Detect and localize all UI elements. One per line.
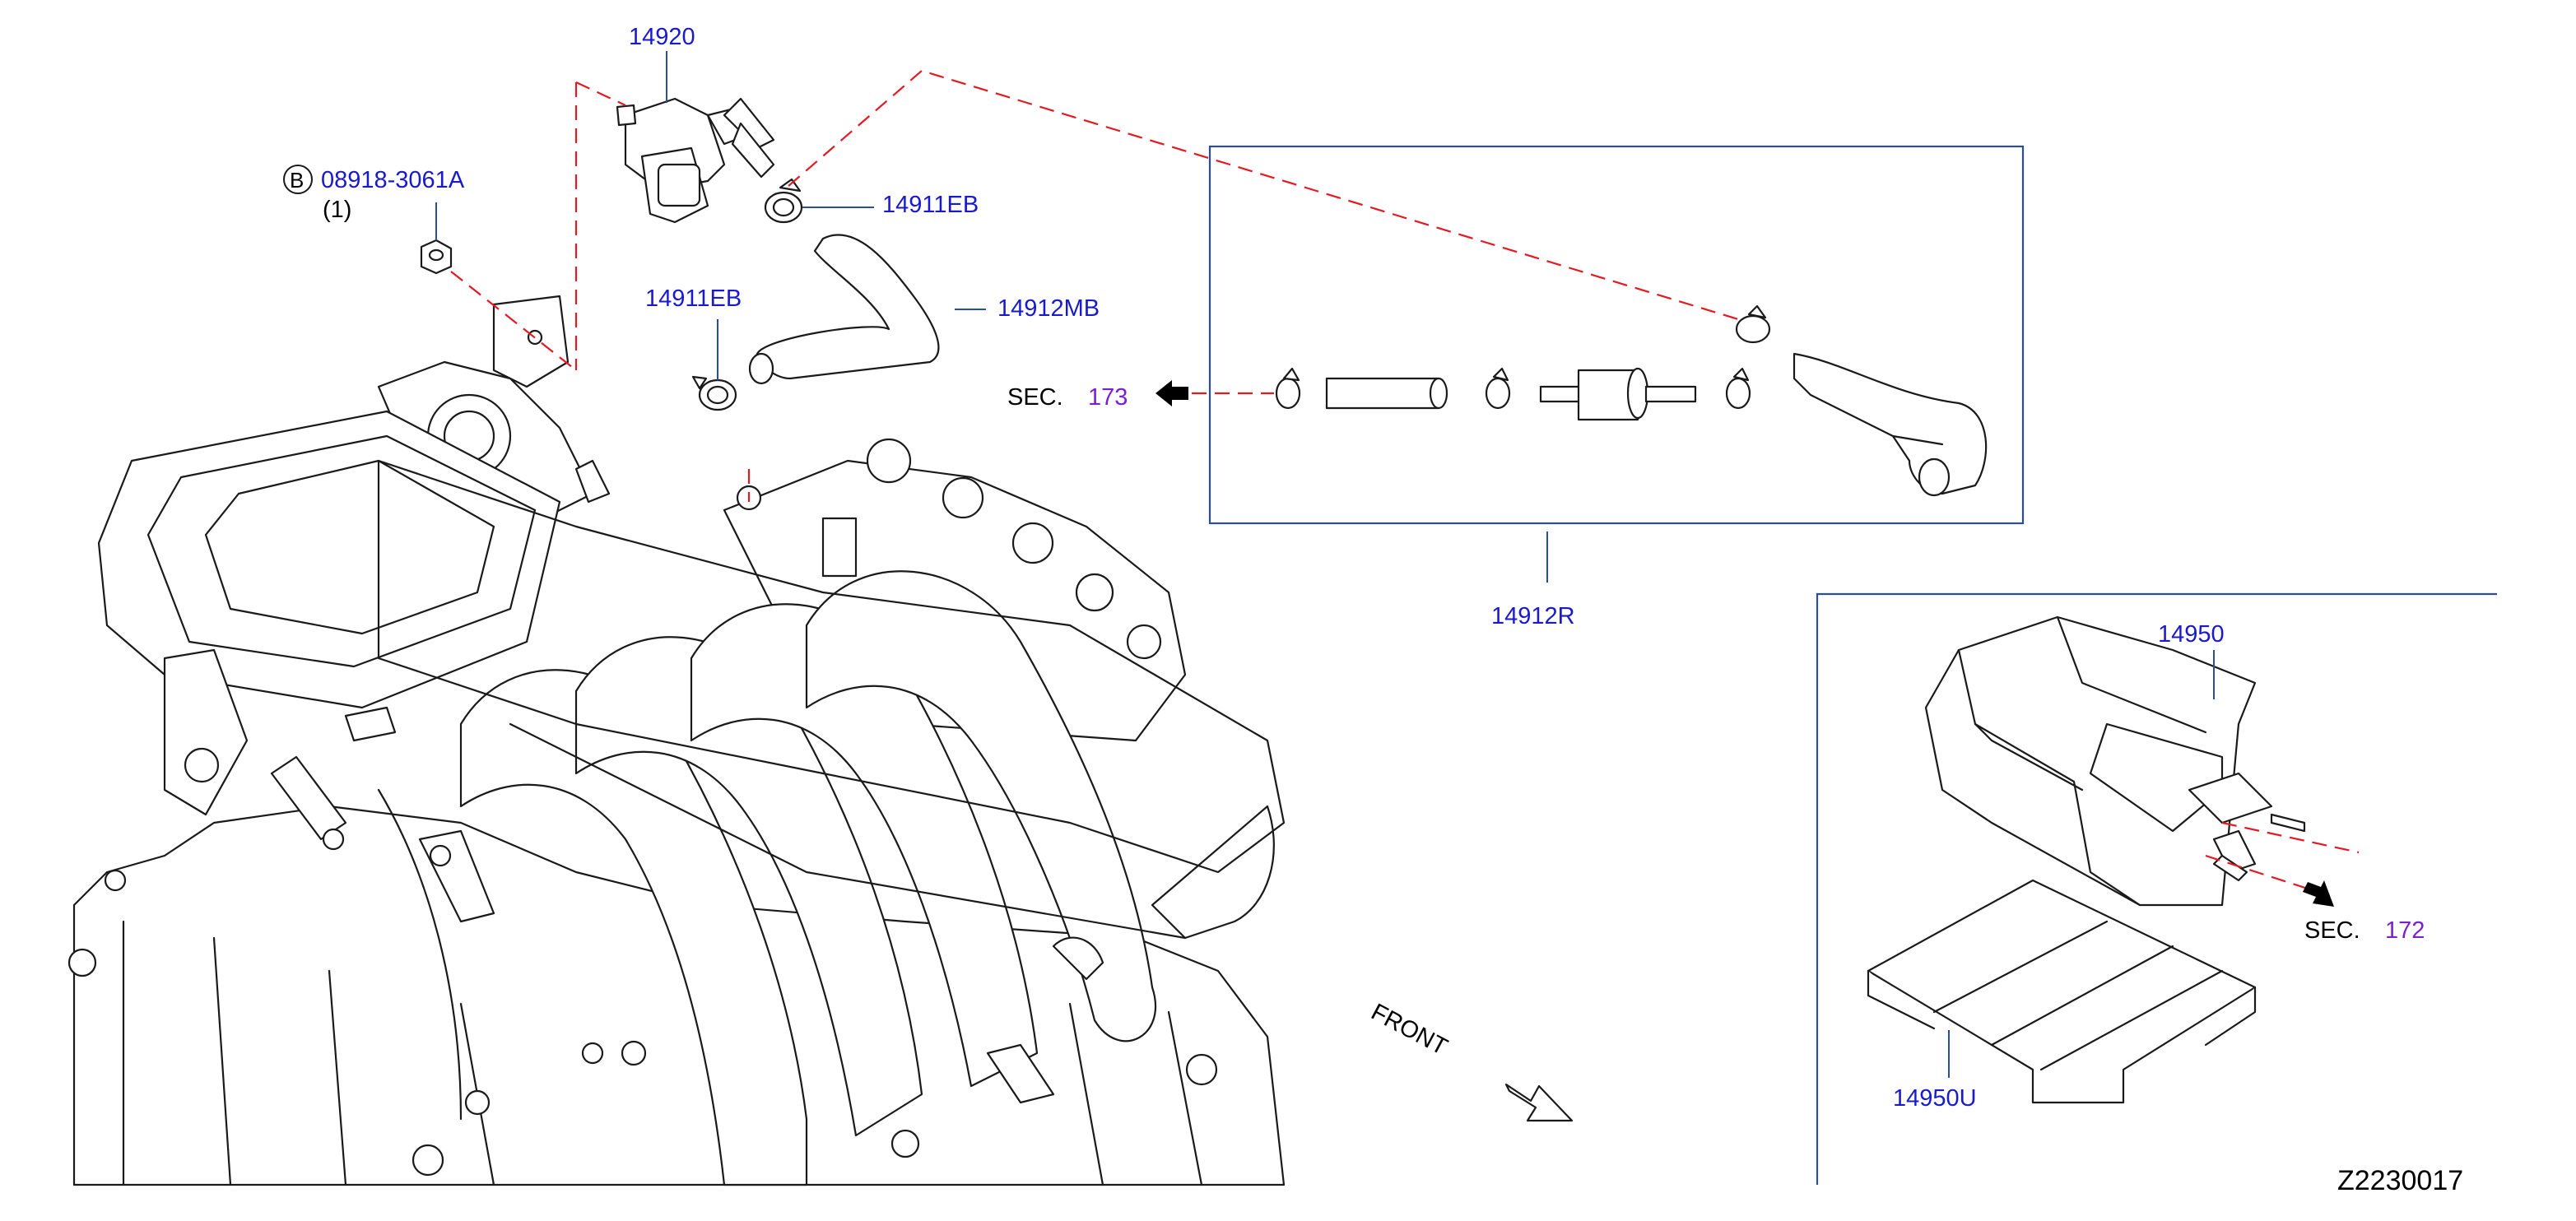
evap-canister-drawing[interactable] [1924,615,2306,907]
part-label-14912R[interactable]: 14912R [1491,603,1575,629]
front-label: FRONT [1367,999,1452,1061]
sec-172-arrow [2303,880,2334,907]
assembly-box-14912R [1208,145,2025,525]
part-label-14911EB-left[interactable]: 14911EB [645,286,742,312]
canister-panel-frame [1816,592,2497,1185]
hose-14912MB-drawing[interactable] [748,234,940,385]
canister-bracket-drawing[interactable] [1867,879,2257,1104]
badge-circle-icon [283,165,313,194]
part-label-14950[interactable]: 14950 [2158,621,2225,648]
leader-lines [435,51,2215,1078]
badge-letter: B [290,168,304,193]
hose-clamp-top-drawing[interactable] [764,178,803,224]
sec-173-prefix: SEC. [1007,384,1063,411]
engine-intake-manifold-drawing [67,295,1286,1186]
part-label-14950U[interactable]: 14950U [1893,1085,1977,1112]
part-label-14911EB-top[interactable]: 14911EB [882,192,979,218]
dashed-reference-lines [450,69,2360,892]
nut-drawing[interactable] [420,239,453,275]
diagram-id: Z2230017 [2337,1165,2463,1196]
part-label-14920[interactable]: 14920 [629,24,695,50]
purge-valve-drawing[interactable] [616,97,775,224]
sec-172-prefix: SEC. [2304,917,2360,944]
part-label-14912MB[interactable]: 14912MB [997,295,1100,322]
sec-172-link[interactable]: 172 [2385,917,2425,944]
hose-assembly-14912R-drawing[interactable] [1275,304,1988,497]
part-label-08918-3061A[interactable]: 08918-3061A [321,167,465,193]
quantity-label: (1) [323,197,351,223]
sec-173-arrow [1155,380,1188,406]
hose-clamp-left-drawing[interactable] [691,375,737,411]
front-direction-arrow [1504,1083,1574,1122]
sec-173-link[interactable]: 173 [1088,384,1128,411]
